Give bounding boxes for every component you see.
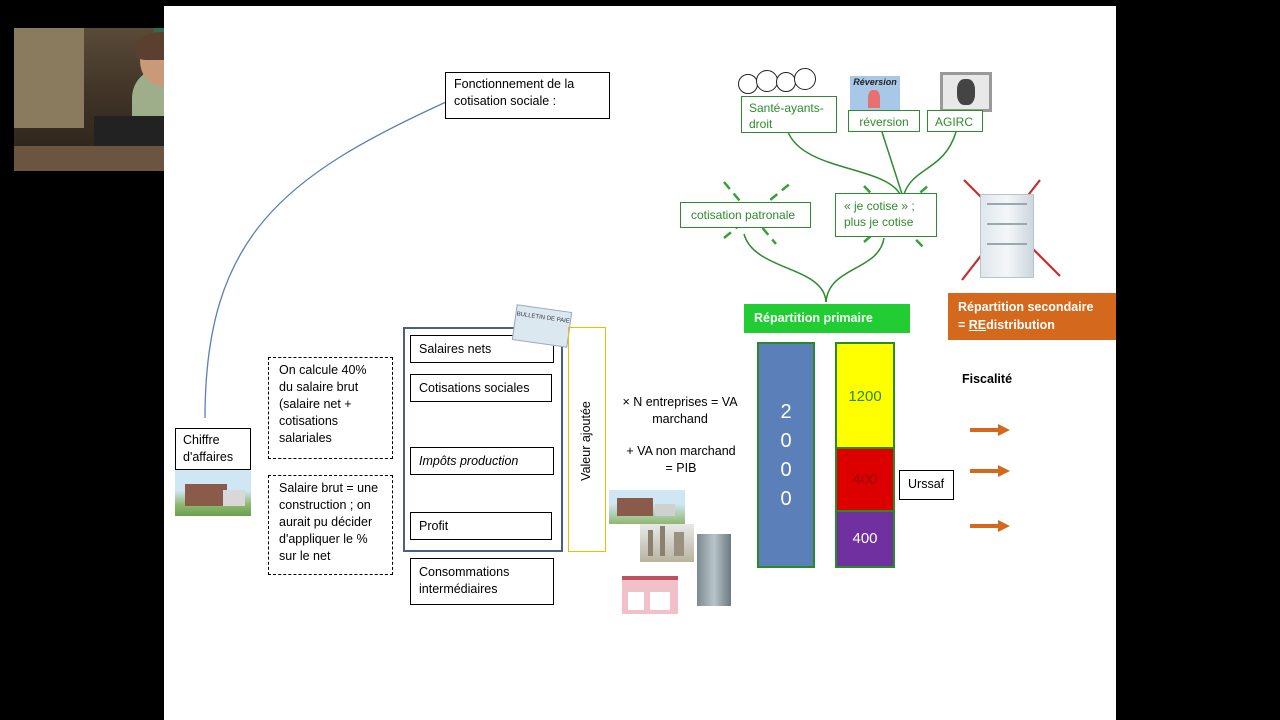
salaires-nets-box: Salaires nets <box>410 335 554 363</box>
n-entreprises-text: × N entreprises = VA marchand <box>622 395 738 426</box>
segment-1200-label: 1200 <box>848 388 882 405</box>
chiffre-affaires-box: Chiffre d'affaires <box>175 428 251 470</box>
cotisation-patronale-box: cotisation patronale <box>680 202 811 228</box>
segment-400-red: 400 <box>837 449 893 512</box>
urssaf-box: Urssaf <box>899 470 954 500</box>
cotisations-sociales-box: Cotisations sociales <box>410 374 552 402</box>
fridge-image <box>980 194 1034 278</box>
reversion-image: Réversion <box>850 76 900 110</box>
bulletin-de-paie-image: BULLETIN DE PAIE <box>511 304 573 348</box>
building-image <box>175 470 251 516</box>
repartition-primaire-label: Répartition primaire <box>744 304 910 333</box>
stacked-bar: 1200 400 400 <box>835 342 895 568</box>
segment-400-red-label: 400 <box>852 471 878 488</box>
arrow-right-icon <box>970 465 1010 477</box>
slide: Fonctionnement de la cotisation sociale … <box>164 6 1116 720</box>
connector-lines <box>204 101 1061 419</box>
fonctionnement-title-box: Fonctionnement de la cotisation sociale … <box>445 72 610 119</box>
arrow-right-icon <box>970 424 1010 436</box>
segment-400-purple-label: 400 <box>852 530 878 547</box>
segment-1200: 1200 <box>837 344 893 449</box>
valeur-ajoutee-label: Valeur ajoutée <box>579 401 593 481</box>
fiscalite-label: Fiscalité <box>962 372 1013 386</box>
valeur-ajoutee-box: Valeur ajoutée <box>568 327 606 552</box>
bulletin-label: BULLETIN DE PAIE <box>516 311 571 325</box>
sante-ayants-droit-box: Santé-ayants-droit <box>741 96 837 133</box>
people-drawing-image <box>736 68 820 98</box>
repartition-secondaire-label: Répartition secondaire = REdistribution <box>948 293 1116 340</box>
factory-image <box>609 490 685 524</box>
profit-box: Profit <box>410 512 552 540</box>
reversion-box: réversion <box>848 110 920 132</box>
consommations-box: Consommations intermédiaires <box>410 558 554 605</box>
total-bar-value: 2000 <box>780 401 792 510</box>
shop-image <box>622 576 678 614</box>
je-cotise-box: « je cotise » ; plus je cotise <box>835 193 937 237</box>
va-non-marchand-text: + VA non marchand = PIB <box>626 444 736 475</box>
redistribution-text: = REdistribution <box>958 318 1055 332</box>
marx-portrait-image <box>940 72 992 112</box>
agirc-box: AGIRC <box>927 110 983 132</box>
segment-400-purple: 400 <box>837 512 893 566</box>
arrow-right-icon <box>970 520 1010 532</box>
office-tower-image <box>697 534 731 606</box>
value-added-frame <box>403 327 563 552</box>
total-bar: 2000 <box>757 342 815 568</box>
impots-production-box: Impôts production <box>410 447 554 475</box>
repartition-secondaire-title: Répartition secondaire <box>958 300 1094 314</box>
refinery-image <box>640 524 694 562</box>
note-salaire-brut: Salaire brut = une construction ; on aur… <box>268 475 393 575</box>
note-calcul: On calcule 40% du salaire brut (salaire … <box>268 357 393 459</box>
reversion-image-label: Réversion <box>853 77 897 87</box>
